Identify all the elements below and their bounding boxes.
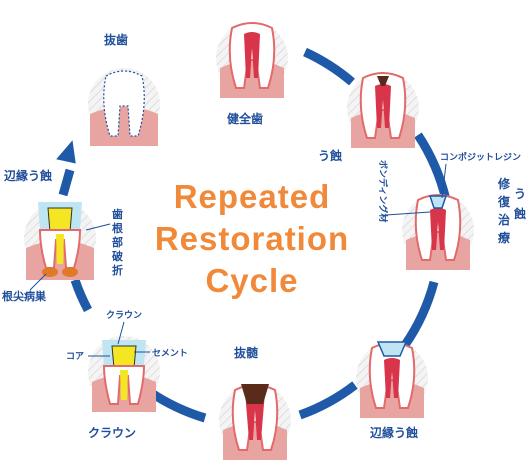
label-healthy: 健全歯: [227, 111, 263, 126]
title-line-2: Restoration: [155, 220, 349, 257]
svg-text:修: 修: [497, 176, 511, 191]
tooth-repair: [402, 194, 474, 270]
label-extraction: 抜歯: [104, 32, 128, 47]
svg-text:折: 折: [112, 263, 123, 277]
tooth-extraction: [88, 68, 160, 146]
arrow-seg-6: [70, 278, 92, 313]
arrow-seg-2: [414, 132, 451, 202]
tooth-healthy: [216, 22, 288, 98]
svg-text:破: 破: [112, 249, 123, 263]
svg-text:復: 復: [497, 194, 511, 209]
tooth-crown: [88, 336, 160, 412]
leader-apical: [29, 273, 47, 291]
svg-text:療: 療: [498, 230, 510, 245]
svg-text:根: 根: [112, 221, 124, 235]
svg-text:部: 部: [112, 235, 123, 249]
svg-text:蝕: 蝕: [513, 206, 526, 221]
label-crown: クラウン: [88, 426, 136, 440]
tooth-pulpectomy: [219, 384, 291, 460]
title-line-1: Repeated: [174, 178, 331, 215]
label-cement: セメント: [152, 348, 188, 359]
label-repair: 修 う 復 蝕 治 療: [497, 176, 526, 245]
label-crown-annotation: クラウン: [106, 310, 142, 321]
label-caries: う蝕: [318, 148, 342, 163]
label-pulpectomy: 抜髄: [234, 345, 259, 360]
leader-crown: [117, 321, 125, 345]
cycle-arrows: [58, 47, 451, 423]
arrow-seg-1: [303, 47, 355, 86]
leader-composite: [441, 163, 447, 199]
title-line-3: Cycle: [205, 262, 298, 299]
label-bonding-material: ボンディング材: [377, 160, 389, 222]
label-root-fracture: 歯 根 部 破 折: [112, 207, 124, 277]
arrow-seg-5: [147, 388, 207, 423]
leader-bonding: [385, 211, 431, 216]
label-core: コア: [66, 351, 84, 362]
tooth-fracture: [24, 202, 96, 280]
svg-text:歯: 歯: [112, 207, 123, 221]
label-crown-secondary-caries: 辺縁う蝕: [4, 168, 52, 183]
arrow-seg-7: [58, 168, 75, 197]
svg-text:治: 治: [498, 212, 510, 227]
label-apical-lesion: 根尖病巣: [2, 289, 47, 303]
arrow-seg-3: [401, 280, 439, 348]
arrow-head-up: [56, 140, 76, 164]
arrow-seg-4: [298, 381, 358, 420]
svg-text:う: う: [514, 187, 526, 201]
label-composite-resin: コンポジットレジン: [440, 151, 521, 163]
tooth-secondary-caries: [356, 341, 428, 418]
tooth-caries: [347, 72, 419, 148]
label-secondary-caries: 辺縁う蝕: [370, 425, 418, 440]
leader-fracture: [85, 223, 111, 231]
